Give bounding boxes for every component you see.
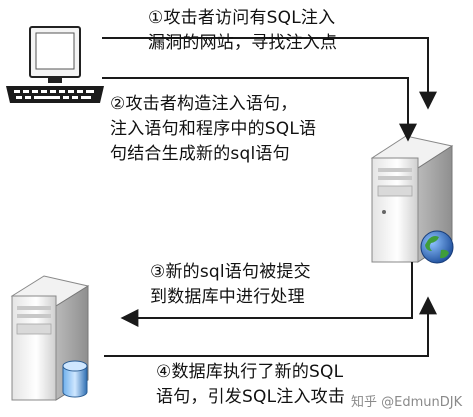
arrow-step4 [104, 296, 437, 357]
step-2-label: ②攻击者构造注入语句， 注入语句和程序中的SQL语 句结合生成新的sql语句 [110, 94, 317, 164]
web-server-icon [370, 135, 454, 263]
database-icon [62, 360, 88, 398]
attacker-computer-icon [6, 26, 104, 103]
arrow-step3 [120, 262, 413, 327]
arrow-step2 [102, 77, 417, 142]
globe-icon [420, 230, 454, 264]
step-4-label: ④数据库执行了新的SQL 语句，引发SQL注入攻击 [156, 362, 346, 407]
database-server-icon [10, 275, 90, 401]
step-3-label: ③新的sql语句被提交 到数据库中进行处理 [150, 262, 311, 307]
watermark: 知乎 @EdmunDJK [351, 391, 463, 410]
step-1-label: ①攻击者访问有SQL注入 漏洞的网站，寻找注入点 [148, 8, 338, 53]
arrow-step1 [102, 37, 437, 110]
